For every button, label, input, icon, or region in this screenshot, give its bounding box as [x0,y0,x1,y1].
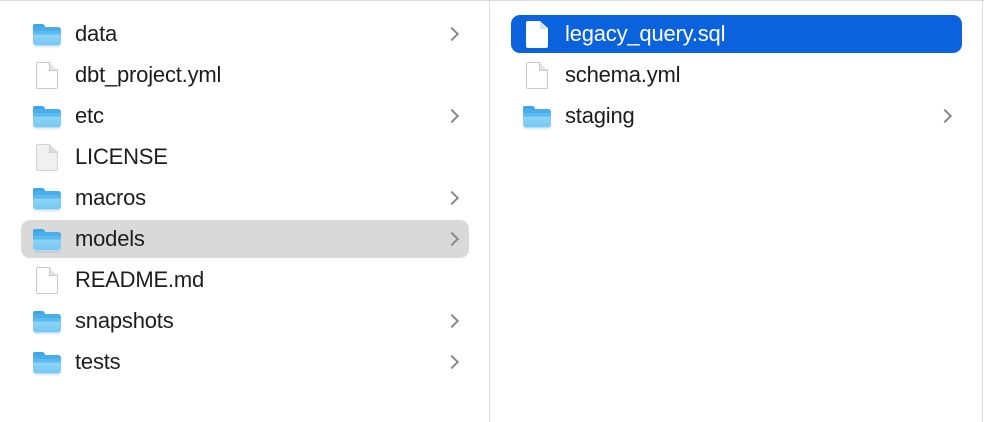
list-item[interactable]: macros [21,179,469,217]
list-item[interactable]: legacy_query.sql [511,15,962,53]
list-item-label: schema.yml [565,62,681,87]
list-item[interactable]: tests [21,343,469,381]
document-icon [32,265,62,295]
folder-icon [32,183,62,213]
list-item-label: legacy_query.sql [565,21,726,46]
list-item-label: staging [565,103,635,128]
list-item[interactable]: staging [511,97,962,135]
chevron-right-icon [445,230,459,248]
list-item[interactable]: data [21,15,469,53]
list-item-label: LICENSE [75,144,168,169]
chevron-right-icon [445,66,459,84]
chevron-right-icon [938,107,952,125]
document-icon [522,60,552,90]
document-plain-icon [32,142,62,172]
list-item[interactable]: etc [21,97,469,135]
document-icon [522,19,552,49]
list-item-label: README.md [75,267,204,292]
folder-icon [522,101,552,131]
list-item-label: tests [75,349,121,374]
list-item[interactable]: dbt_project.yml [21,56,469,94]
folder-icon [32,224,62,254]
list-item-label: snapshots [75,308,174,333]
chevron-right-icon [445,189,459,207]
chevron-right-icon [938,66,952,84]
list-item-label: etc [75,103,104,128]
chevron-right-icon [445,353,459,371]
chevron-right-icon [445,107,459,125]
chevron-right-icon [445,312,459,330]
list-item-label: data [75,21,118,46]
chevron-right-icon [445,25,459,43]
folder-icon [32,306,62,336]
document-icon [32,60,62,90]
folder-icon [32,19,62,49]
folder-icon [32,101,62,131]
list-item-label: models [75,226,145,251]
chevron-right-icon [445,148,459,166]
chevron-right-icon [445,271,459,289]
list-item[interactable]: snapshots [21,302,469,340]
list-item[interactable]: models [21,220,469,258]
list-item-label: dbt_project.yml [75,62,222,87]
secondary-column[interactable]: legacy_query.sql schema.yml staging [490,1,983,422]
list-item[interactable]: README.md [21,261,469,299]
list-item-label: macros [75,185,146,210]
list-item[interactable]: schema.yml [511,56,962,94]
list-item[interactable]: LICENSE [21,138,469,176]
folder-icon [32,347,62,377]
chevron-right-icon [938,25,952,43]
